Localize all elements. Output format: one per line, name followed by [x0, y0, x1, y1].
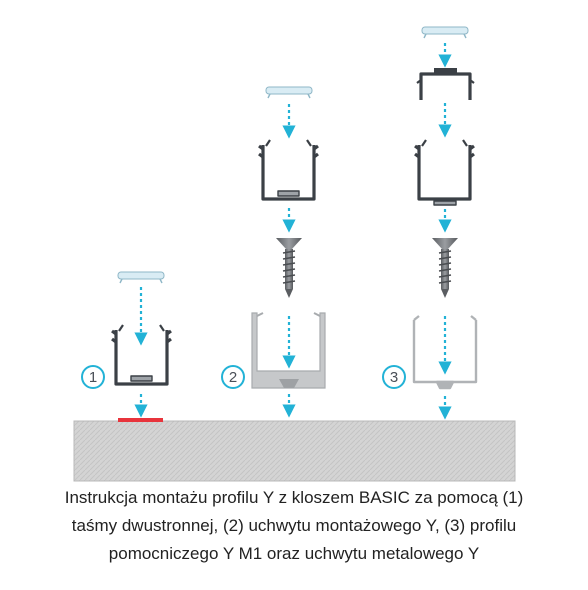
double-sided-tape-icon	[118, 418, 163, 422]
step-2-group: 2	[221, 86, 326, 418]
step-number-1: 1	[81, 365, 105, 389]
diffuser-cover-icon	[117, 271, 165, 284]
diffuser-cover-icon	[421, 26, 469, 39]
step-number-3: 3	[382, 365, 406, 389]
step-number-2: 2	[221, 365, 245, 389]
caption-line-2: taśmy dwustronnej, (2) uchwytu montażowe…	[71, 516, 517, 535]
caption-line-3: pomocniczego Y M1 oraz uchwytu metaloweg…	[108, 544, 480, 563]
svg-text:1: 1	[89, 369, 97, 386]
metal-holder-icon	[412, 315, 478, 390]
auxiliary-profile-icon	[416, 68, 475, 100]
led-profile-icon	[258, 139, 319, 201]
step-3-group: 3	[382, 26, 478, 420]
caption-line-1: Instrukcja montażu profilu Y z kloszem B…	[64, 488, 524, 507]
screw-icon	[276, 238, 302, 298]
mounting-holder-icon	[251, 312, 326, 389]
caption: Instrukcja montażu profilu Y z kloszem B…	[0, 484, 588, 568]
svg-text:3: 3	[390, 369, 398, 386]
mounting-surface	[73, 420, 516, 482]
step-1-group: 1	[81, 271, 172, 418]
led-profile-icon	[111, 324, 172, 386]
screw-icon	[432, 238, 458, 298]
svg-text:2: 2	[229, 369, 237, 386]
diffuser-cover-icon	[265, 86, 313, 99]
led-profile-icon	[414, 139, 475, 206]
